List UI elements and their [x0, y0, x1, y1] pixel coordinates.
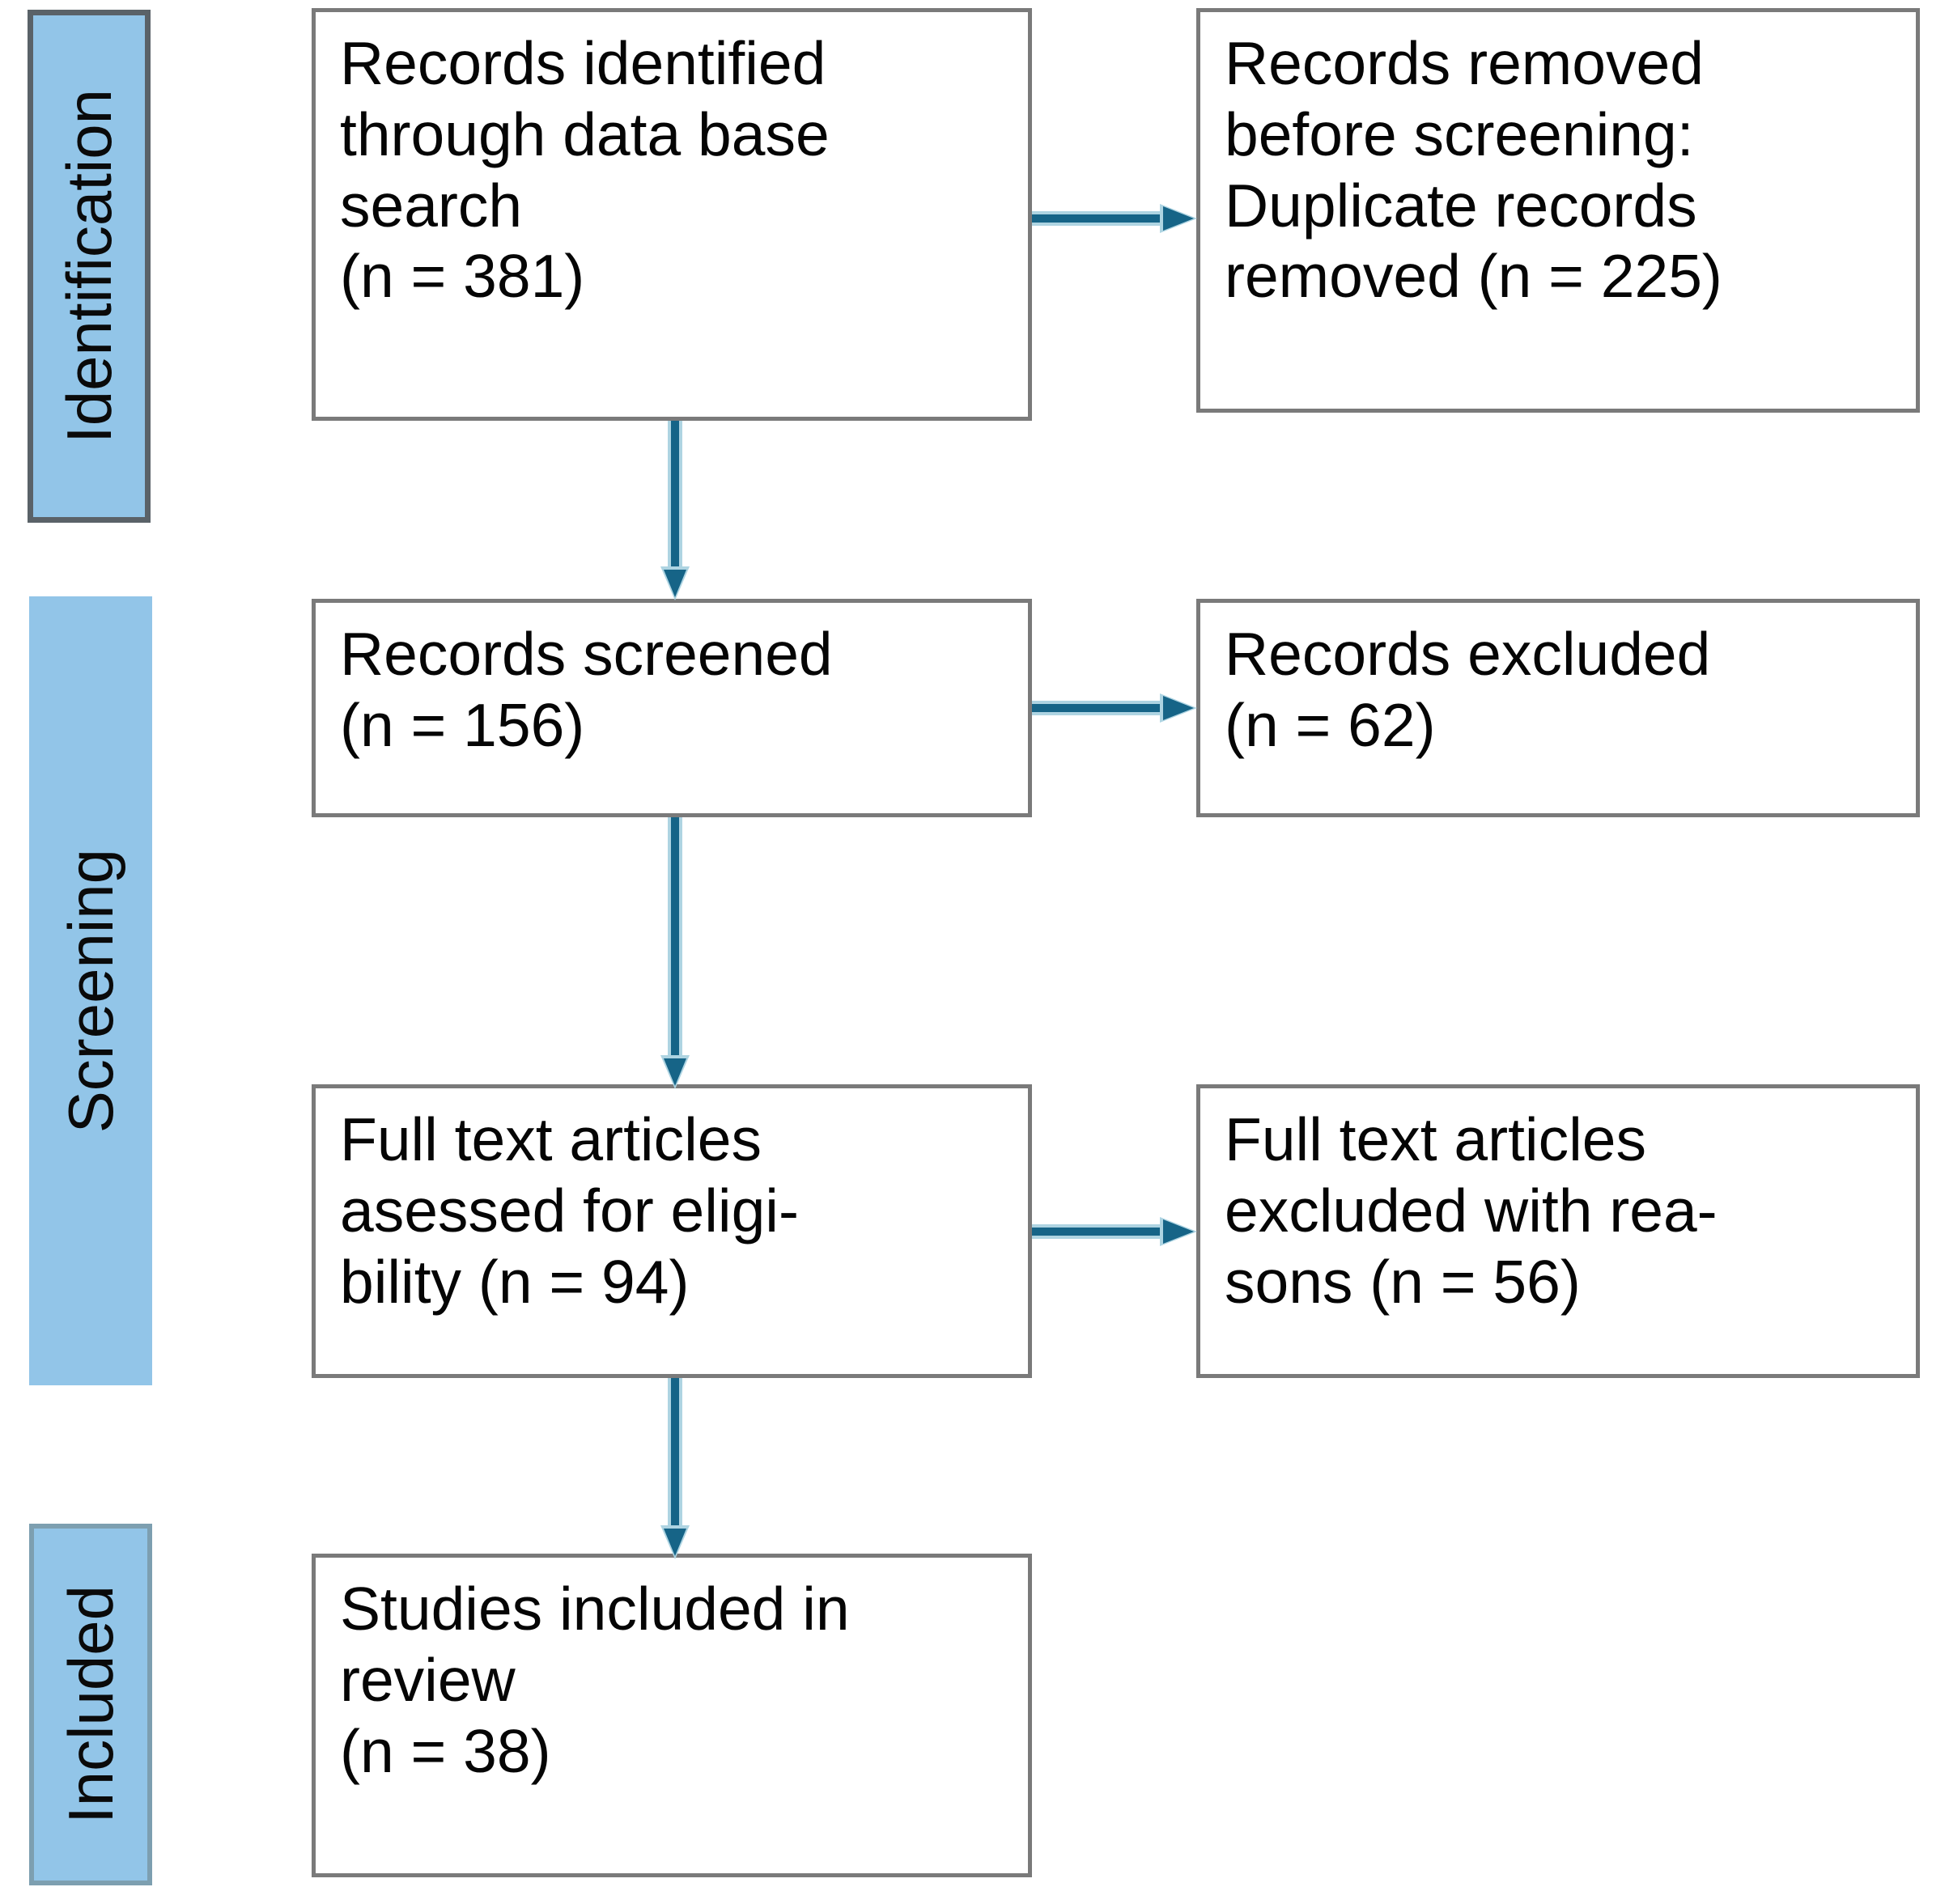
stage-label-identification: Identification — [53, 89, 125, 443]
box-studies-included: Studies included in review (n = 38) — [312, 1554, 1032, 1877]
stage-bar-screening: Screening — [29, 596, 152, 1385]
stage-bar-included: Included — [29, 1524, 152, 1885]
box-records-excluded-text: Records excluded (n = 62) — [1225, 620, 1711, 759]
stage-label-included: Included — [55, 1585, 126, 1824]
stage-label-screening: Screening — [55, 848, 126, 1134]
connector-screened-to-excluded — [1032, 690, 1202, 726]
connector-fulltext-to-excluded — [1032, 1214, 1202, 1249]
connector-screened-to-fulltext — [657, 817, 693, 1092]
box-fulltext-assessed-text: Full text articles asessed for eligi- bi… — [340, 1105, 799, 1316]
box-studies-included-text: Studies included in review (n = 38) — [340, 1575, 850, 1785]
box-records-screened-text: Records screened (n = 156) — [340, 620, 833, 759]
box-records-identified: Records identified through data base sea… — [312, 8, 1032, 421]
box-records-screened: Records screened (n = 156) — [312, 599, 1032, 817]
box-records-identified-text: Records identified through data base sea… — [340, 29, 830, 311]
box-records-removed-text: Records removed before screening: Duplic… — [1225, 29, 1722, 311]
box-records-removed: Records removed before screening: Duplic… — [1196, 8, 1920, 413]
box-fulltext-assessed: Full text articles asessed for eligi- bi… — [312, 1084, 1032, 1378]
box-fulltext-excluded: Full text articles excluded with rea- so… — [1196, 1084, 1920, 1378]
connector-identified-to-screened — [657, 421, 693, 604]
connector-identified-to-removed — [1032, 201, 1202, 236]
connector-fulltext-to-included — [657, 1378, 693, 1563]
box-fulltext-excluded-text: Full text articles excluded with rea- so… — [1225, 1105, 1718, 1316]
stage-bar-identification: Identification — [28, 10, 151, 523]
box-records-excluded: Records excluded (n = 62) — [1196, 599, 1920, 817]
